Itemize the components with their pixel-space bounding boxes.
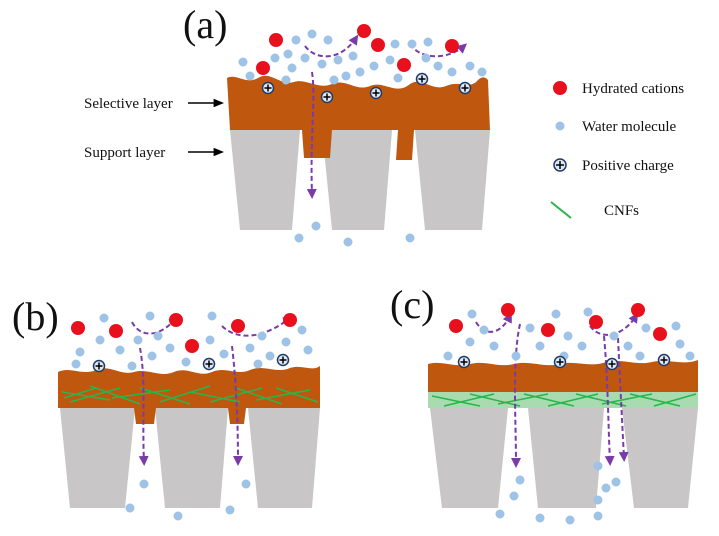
cation (397, 58, 411, 72)
water-molecules-c (443, 307, 695, 525)
panel-c-label: (c) (390, 282, 434, 327)
water-molecules-b (71, 311, 313, 521)
support-pore-c3 (622, 408, 698, 508)
positive-charges-c (457, 353, 671, 371)
support-layer-label: Support layer (84, 145, 165, 161)
panel-a: (a) (84, 2, 490, 247)
cation (357, 24, 371, 38)
panel-b-label: (b) (12, 294, 59, 339)
cation (501, 303, 515, 317)
support-pore-b3 (248, 408, 320, 508)
flow-arrow-b1 (131, 314, 179, 335)
cation (256, 61, 270, 75)
selective-layer-label: Selective layer (84, 96, 173, 112)
legend-water-molecule: Water molecule (582, 119, 677, 135)
cation (71, 321, 85, 335)
cation (449, 319, 463, 333)
cation (653, 327, 667, 341)
support-pore-c2 (528, 408, 604, 508)
panel-c: (c) (390, 282, 698, 525)
cation (269, 33, 283, 47)
support-pore-a2 (322, 130, 392, 230)
cation (231, 319, 245, 333)
cation (589, 315, 603, 329)
flow-arrow-c4 (603, 335, 615, 466)
flow-arrow-a2 (409, 43, 468, 58)
selective-layer-b (58, 366, 320, 424)
cation (109, 324, 123, 338)
support-pore-a3 (415, 130, 490, 230)
legend-water-swatch (555, 121, 565, 131)
flow-arrow-b4 (231, 345, 243, 466)
legend-cation-swatch (553, 81, 567, 95)
cation (541, 323, 555, 337)
support-pore-a1 (230, 130, 300, 230)
legend-cnf-swatch (550, 201, 572, 219)
flow-arrow-a1 (304, 34, 359, 58)
selective-layer-a (227, 75, 490, 160)
cation (185, 339, 199, 353)
flow-arrow-a3 (306, 71, 317, 199)
support-pore-b2 (155, 408, 228, 508)
flow-arrow-c1 (475, 312, 512, 333)
legend-charge-swatch (553, 158, 567, 172)
panel-b: (b) (12, 294, 320, 521)
cation (169, 313, 183, 327)
legend-hydrated-cations: Hydrated cations (582, 81, 684, 97)
legend-positive-charge: Positive charge (582, 158, 674, 174)
selective-layer-c (428, 360, 698, 392)
legend: Hydrated cations Water molecule Positive… (550, 81, 684, 219)
cation (371, 38, 385, 52)
cnf-interlayer-c (428, 392, 698, 408)
support-pore-b1 (60, 408, 135, 508)
water-molecules-a (238, 29, 487, 247)
legend-cnfs: CNFs (604, 203, 639, 219)
cation (283, 313, 297, 327)
positive-charges-b (92, 353, 290, 373)
positive-charges-a (261, 72, 472, 104)
support-pore-c1 (430, 408, 508, 508)
flow-arrow-b3 (138, 347, 149, 466)
flow-arrow-b2 (221, 315, 294, 337)
cnf-fibers-b (61, 385, 319, 405)
flow-arrow-c3 (510, 323, 521, 468)
cnf-fibers-c (431, 393, 697, 407)
cation (445, 39, 459, 53)
cation (631, 303, 645, 317)
panel-a-label: (a) (183, 2, 227, 47)
flow-arrow-c5 (617, 337, 629, 462)
